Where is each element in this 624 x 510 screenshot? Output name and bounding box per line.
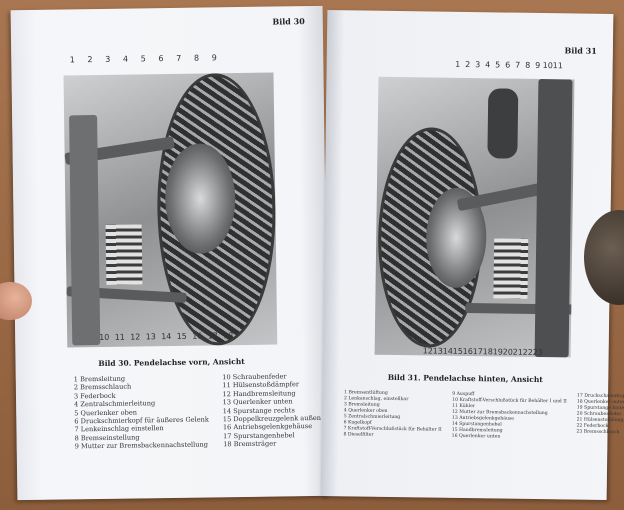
callout-number: 13: [145, 332, 156, 342]
callout-number: 14: [442, 346, 453, 356]
figure-caption: Bild 30. Pendelachse vorn, Ansicht: [98, 356, 245, 369]
callout-number: 17: [207, 331, 218, 341]
callout-number: 1: [455, 59, 461, 69]
callout-number: 8: [193, 53, 200, 63]
callout-number: 12: [130, 332, 141, 342]
callout-number: 22: [522, 347, 533, 357]
legend-item: 8 Dieselfilter: [343, 432, 374, 438]
callout-number: 20: [502, 347, 513, 357]
callout-number: 3: [475, 60, 481, 70]
callout-number: 5: [140, 54, 146, 64]
figure-number: Bild 30: [272, 16, 305, 27]
callout-number: 7: [176, 53, 182, 63]
callout-number: 10: [542, 61, 553, 71]
callout-number: 5: [495, 60, 501, 70]
callout-number: 9: [535, 60, 541, 71]
legend-item: 23 Bremsschlauch: [576, 429, 620, 436]
legend-item: 9 Mutter zur Bremsbackennachstellung: [74, 440, 208, 451]
thumb: [0, 282, 32, 320]
callout-number: 17: [472, 347, 483, 357]
callout-number: 8: [525, 60, 531, 70]
legend-item: 18 Bremsträger: [223, 439, 277, 449]
front-axle-illustration: [63, 72, 278, 348]
callout-number: 18: [223, 331, 234, 341]
callout-number: 12: [422, 346, 433, 356]
callout-number: 23: [532, 347, 543, 358]
figure-caption: Bild 31. Pendelachse hinten, Ansicht: [387, 372, 543, 385]
callout-number: 14: [161, 331, 172, 342]
callout-number: 2: [87, 55, 93, 65]
callout-number: 2: [465, 59, 471, 70]
callout-number: 3: [105, 54, 111, 64]
callout-number: 16: [192, 331, 203, 341]
callout-number: 6: [158, 54, 164, 64]
callout-number: 9: [211, 53, 217, 63]
callout-number: 13: [432, 346, 443, 356]
callout-number: 4: [122, 54, 129, 64]
callout-number: 11: [114, 332, 125, 342]
callout-number: 1: [69, 55, 75, 65]
callout-number: 10: [99, 332, 110, 342]
callout-number: 7: [515, 60, 521, 70]
callout-number: 16: [462, 346, 473, 357]
bottom-callouts: 10 11 12 13 14 15 16 17 18: [99, 331, 233, 342]
callout-number: 4: [485, 60, 491, 70]
legend-item: 16 Querlenker unten: [451, 433, 501, 440]
callout-number: 19: [492, 347, 503, 357]
figure-number: Bild 31: [564, 45, 597, 56]
callout-number: 21: [512, 347, 523, 357]
callout-number: 6: [505, 60, 511, 70]
rear-axle-illustration: [374, 76, 575, 358]
top-callouts: 1 2 3 4 5 6 7 8 9: [67, 53, 219, 64]
callout-number: 15: [452, 346, 463, 356]
callout-number: 15: [176, 331, 187, 341]
callout-number: 18: [482, 347, 493, 357]
callout-number: 11: [552, 61, 563, 71]
